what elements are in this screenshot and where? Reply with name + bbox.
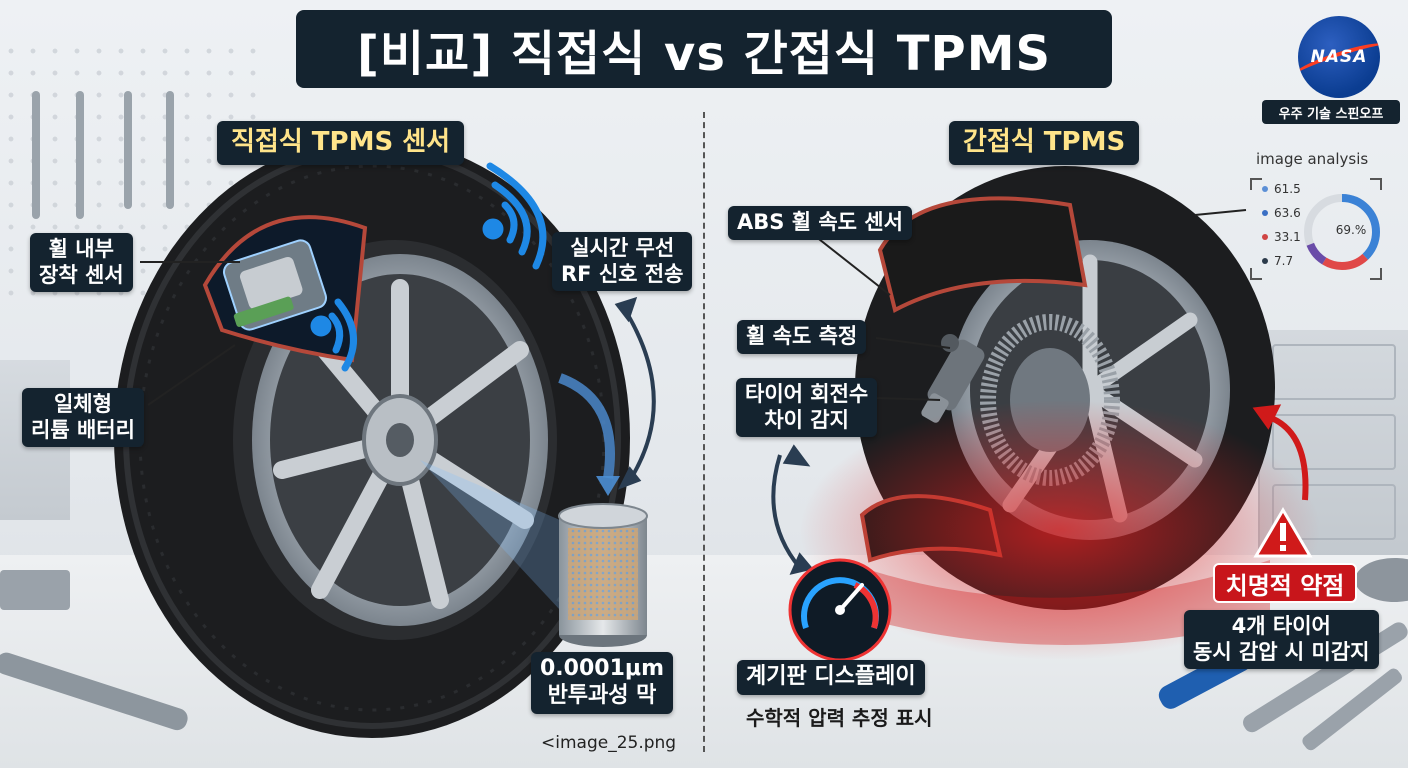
label-rotation-diff: 타이어 회전수 차이 감지 bbox=[736, 378, 878, 438]
indirect-section-title: 간접식 TPMS bbox=[949, 121, 1140, 165]
analysis-donut bbox=[1304, 194, 1380, 270]
label-dashboard: 계기판 디스플레이 bbox=[737, 660, 925, 695]
wrench-wall-1 bbox=[32, 91, 174, 219]
label-weakness-desc: 4개 타이어 동시 감압 시 미감지 bbox=[1184, 610, 1379, 670]
donut-segment bbox=[1304, 194, 1380, 270]
red-curve-arrow bbox=[1252, 404, 1309, 501]
rf-arrows bbox=[614, 296, 656, 490]
analysis-dot bbox=[1262, 234, 1268, 240]
direct-tire bbox=[114, 138, 630, 738]
label-abs-sensor: ABS 휠 속도 센서 bbox=[728, 206, 912, 240]
rf-wave-icon bbox=[310, 162, 547, 372]
analysis-value-row: 63.6 bbox=[1262, 206, 1301, 220]
donut-label: 69.% bbox=[1335, 223, 1367, 237]
analysis-value-row: 7.7 bbox=[1262, 254, 1293, 268]
analysis-dot bbox=[1262, 258, 1268, 264]
label-sensor: 휠 내부 장착 센서 bbox=[30, 233, 133, 293]
analysis-dot bbox=[1262, 186, 1268, 192]
analysis-value-row: 61.5 bbox=[1262, 182, 1301, 196]
warning-icon bbox=[1253, 507, 1313, 558]
center-divider bbox=[703, 112, 705, 752]
weakness-badge: 치명적 약점 bbox=[1213, 563, 1357, 603]
leader-lines bbox=[140, 209, 1247, 406]
image-analysis-title: image analysis bbox=[1256, 150, 1369, 168]
floor-wrench-left bbox=[0, 570, 188, 731]
direct-section-title: 직접식 TPMS 센서 bbox=[217, 121, 465, 165]
blue-curve-arrow bbox=[558, 373, 615, 479]
analysis-value-row: 33.1 bbox=[1262, 230, 1301, 244]
label-membrane: 0.0001μm 반투과성 막 bbox=[531, 652, 674, 714]
nasa-spinoff-tag: 우주 기술 스핀오프 bbox=[1262, 100, 1400, 124]
donut-segment bbox=[1304, 194, 1380, 270]
label-rf-signal: 실시간 무선 RF 신호 전송 bbox=[552, 232, 693, 292]
analysis-dot bbox=[1262, 210, 1268, 216]
image-analysis-widget: image analysis 61.5 63.6 33.1 7.7 69.% bbox=[1246, 150, 1396, 280]
nasa-logo: NASA bbox=[1298, 16, 1380, 98]
membrane-canister bbox=[558, 503, 648, 647]
rotation-arrows bbox=[771, 444, 814, 575]
dashboard-subtext: 수학적 압력 추정 표시 bbox=[746, 706, 933, 730]
page-title: [비교] 직접식 vs 간접식 TPMS bbox=[296, 10, 1112, 88]
label-wheel-speed: 휠 속도 측정 bbox=[737, 320, 867, 354]
file-caption: <image_25.png bbox=[541, 733, 677, 753]
label-battery: 일체형 리튬 배터리 bbox=[22, 388, 144, 448]
dashboard-gauge-icon bbox=[788, 558, 892, 662]
